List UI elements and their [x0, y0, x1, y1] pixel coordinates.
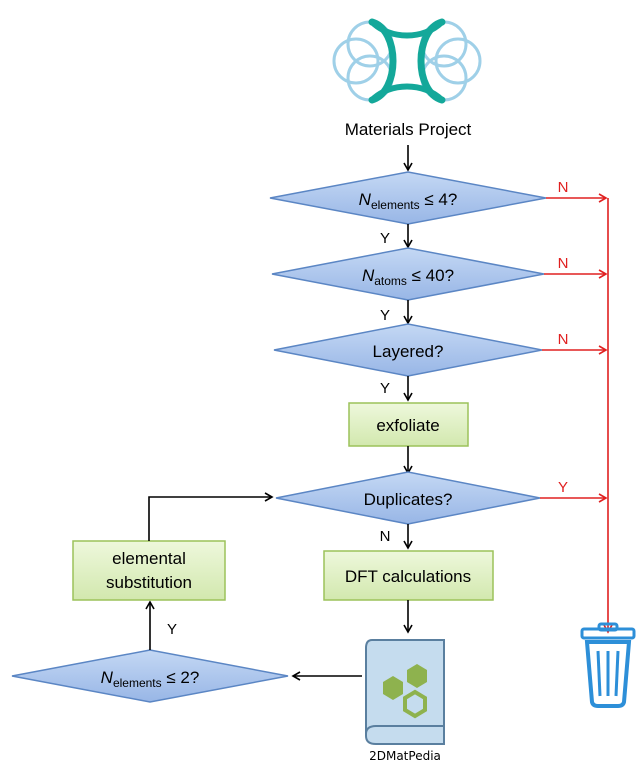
- materials-project-logo-icon: [332, 18, 482, 104]
- process-exfoliate-label: exfoliate: [376, 416, 439, 435]
- yes-label-2: Y: [380, 307, 390, 324]
- decision-atoms-40-label: Natoms ≤ 40?: [362, 266, 454, 288]
- process-exfoliate: [348, 402, 469, 447]
- database-book-icon: [365, 639, 445, 745]
- process-substitution: [72, 540, 226, 601]
- process-dft: [323, 550, 494, 601]
- source-label: Materials Project: [345, 120, 472, 139]
- trash-bin-icon: [580, 622, 636, 708]
- yes-label-sub: Y: [167, 621, 177, 638]
- decision-elements-4-label: Nelements ≤ 4?: [359, 190, 458, 212]
- no-label-3: N: [558, 331, 569, 348]
- process-substitution-line1: elemental: [112, 549, 186, 568]
- decision-layered-label: Layered?: [373, 342, 444, 361]
- arrow-substitution-to-duplicates: [148, 492, 274, 541]
- process-dft-label: DFT calculations: [345, 567, 471, 586]
- no-label-dup: N: [380, 528, 391, 545]
- decision-elements-2-label: Nelements ≤ 2?: [101, 668, 200, 690]
- yes-label-dup: Y: [558, 479, 568, 496]
- process-substitution-line2: substitution: [106, 573, 192, 592]
- no-label-2: N: [558, 255, 569, 272]
- no-label-1: N: [558, 179, 569, 196]
- database-label: 2DMatPedia: [369, 749, 441, 763]
- decision-elements-2: [11, 649, 289, 703]
- yes-label-3: Y: [380, 380, 390, 397]
- yes-label-1: Y: [380, 230, 390, 247]
- decision-duplicates-label: Duplicates?: [364, 490, 453, 509]
